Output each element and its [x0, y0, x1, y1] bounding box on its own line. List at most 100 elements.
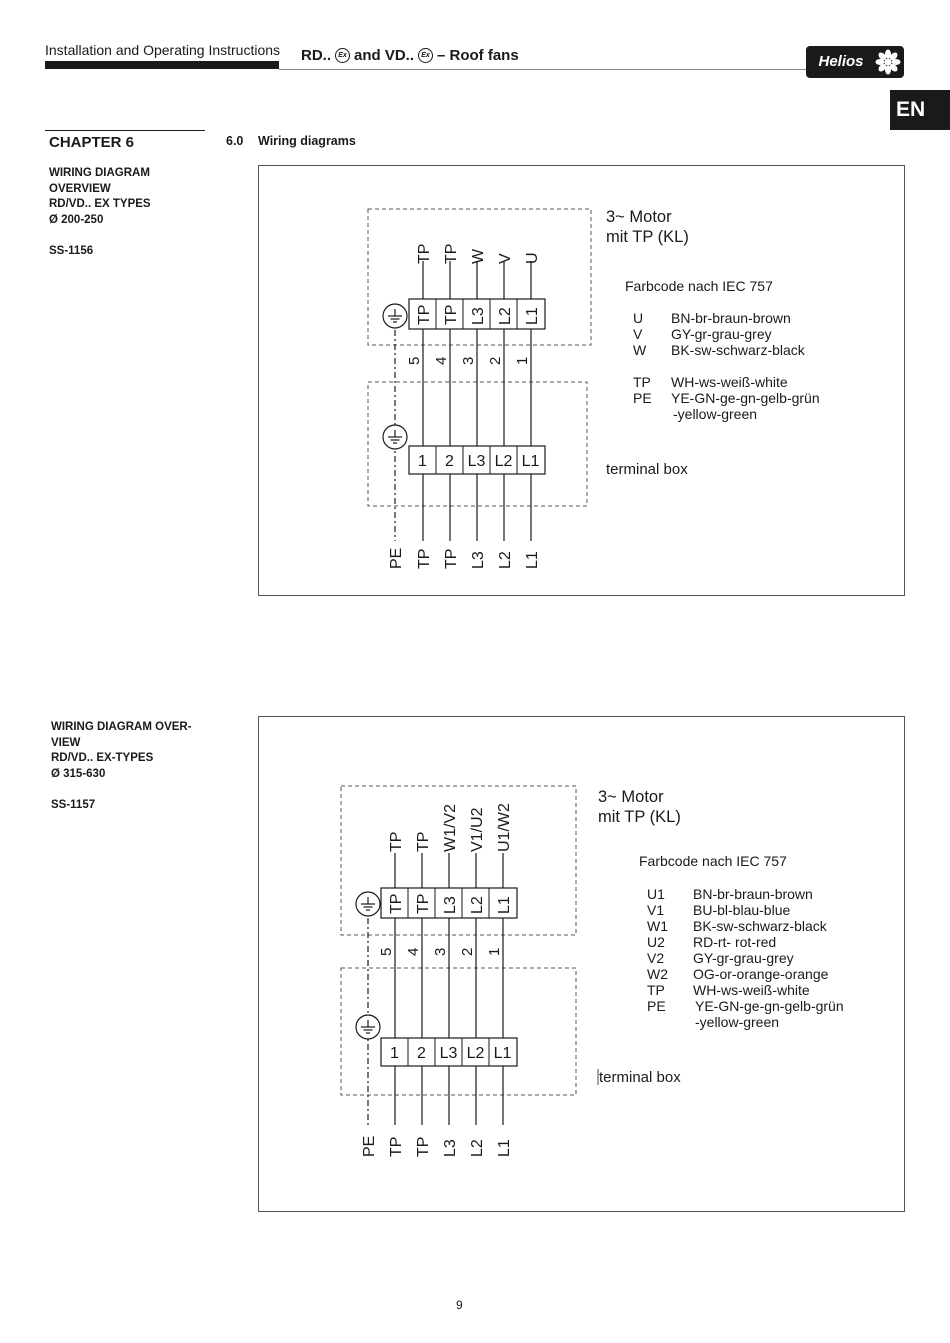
wire-number: 4: [405, 948, 422, 956]
wiring-diagram-2-svg: TP TP W1/V2 V1/U2 U1/W2 TP TP L3 L2 L1 5…: [340, 785, 844, 1157]
color-desc: YE-GN-ge-gn-gelb-grün: [695, 998, 844, 1014]
color-desc: WH-ws-weiß-white: [693, 982, 810, 998]
bottom-wire-label: TP: [388, 1137, 405, 1157]
caption-line: VIEW: [51, 736, 81, 749]
chapter-label: CHAPTER 6: [49, 134, 135, 151]
page-number: 9: [456, 1298, 463, 1312]
header-bar: [45, 61, 279, 69]
color-desc: OG-or-orange-orange: [693, 966, 829, 982]
title-part-vd: and VD..: [354, 47, 415, 64]
color-code: W2: [647, 966, 668, 982]
motor-subtitle: mit TP (KL): [606, 228, 689, 246]
motor-wire-label: TP: [416, 244, 433, 264]
bottom-wire-label: PE: [361, 1136, 378, 1157]
motor-wire-label: V1/U2: [469, 807, 486, 852]
wire-number: 5: [406, 357, 423, 365]
motor-terminal-block: [380, 887, 518, 919]
wire-number: 2: [459, 948, 476, 956]
bottom-wire-label: TP: [416, 549, 433, 569]
color-code: W1: [647, 918, 668, 934]
bottom-wire-label: TP: [415, 1137, 432, 1157]
title-part-rd: RD..: [301, 47, 331, 64]
motor-terminal-block: [408, 298, 546, 330]
motor-terminal-label: L3: [470, 307, 487, 325]
motor-terminal-label: TP: [388, 894, 405, 914]
box-terminal-label: L1: [494, 1045, 512, 1062]
color-code: TP: [647, 982, 665, 998]
color-code: PE: [633, 390, 652, 406]
bottom-wire-label: L1: [524, 551, 541, 569]
diagram-code: SS-1156: [49, 245, 94, 257]
caption-line: WIRING DIAGRAM OVER-: [51, 721, 192, 733]
box-terminal-label: L1: [522, 453, 540, 470]
motor-area-outline: [340, 785, 577, 936]
ground-icon: [382, 303, 408, 329]
box-terminal-label: L2: [467, 1045, 485, 1062]
ground-icon: [382, 424, 408, 450]
box-terminal-label: L3: [440, 1045, 458, 1062]
bottom-wire-label: L3: [470, 551, 487, 569]
motor-title: 3~ Motor: [598, 788, 664, 806]
bottom-wire-label: L1: [496, 1139, 513, 1157]
wire-number: 1: [486, 948, 503, 956]
color-code: W: [633, 342, 647, 358]
caption-line: RD/VD.. EX TYPES: [49, 198, 151, 210]
motor-wire-label: V: [497, 253, 514, 264]
color-code: U1: [647, 886, 665, 902]
farbcode-title: Farbcode nach IEC 757: [639, 853, 787, 869]
motor-terminal-label: L1: [524, 307, 541, 325]
box-terminal-label: L2: [495, 453, 513, 470]
wiring-diagram-1-svg: TP TP W V U TP TP L3 L2 L1 5 4 3 2 1 1 2…: [367, 208, 820, 569]
motor-wire-label: W1/V2: [442, 804, 459, 852]
motor-wire-label: TP: [388, 832, 405, 852]
wire-number: 3: [460, 357, 477, 365]
motor-wire-label: W: [470, 248, 487, 264]
color-desc: GY-gr-grau-grey: [671, 326, 772, 342]
color-desc: -yellow-green: [673, 406, 757, 422]
motor-subtitle: mit TP (KL): [598, 808, 681, 826]
ground-icon: [355, 891, 381, 917]
box-terminal-label: L3: [468, 453, 486, 470]
wiring-diagram-1: TP TP W V U TP TP L3 L2 L1 5 4 3 2 1 1 2…: [258, 165, 905, 596]
chapter-heading: CHAPTER 6: [45, 130, 205, 151]
helios-logo: Helios: [806, 46, 904, 78]
ex-icon: Ex: [335, 48, 350, 63]
color-desc: BK-sw-schwarz-black: [671, 342, 806, 358]
motor-title: 3~ Motor: [606, 208, 672, 226]
color-desc: RD-rt- rot-red: [693, 934, 776, 950]
caption-line: OVERVIEW: [49, 182, 111, 195]
bottom-wire-label: L2: [497, 551, 514, 569]
motor-area-outline: [367, 208, 592, 346]
header-title: RD.. Ex and VD.. Ex – Roof fans: [301, 47, 519, 64]
wiring-diagram-2: TP TP W1/V2 V1/U2 U1/W2 TP TP L3 L2 L1 5…: [258, 716, 905, 1212]
wire-number: 4: [433, 357, 450, 365]
color-desc: BN-br-braun-brown: [693, 886, 813, 902]
wire-number: 2: [487, 357, 504, 365]
ex-icon: Ex: [418, 48, 434, 63]
bottom-wire-label: L3: [442, 1139, 459, 1157]
header-document-type: Installation and Operating Instructions: [45, 42, 281, 58]
color-code: PE: [647, 998, 666, 1014]
motor-terminal-label: TP: [443, 305, 460, 325]
motor-wire-label: TP: [443, 244, 460, 264]
motor-terminal-label: L3: [442, 896, 459, 914]
color-desc: BK-sw-schwarz-black: [693, 918, 828, 934]
bottom-wire-label: TP: [443, 549, 460, 569]
box-terminal-label: 1: [390, 1045, 399, 1062]
terminal-box-outline: [340, 967, 577, 1096]
bottom-wire-label: PE: [388, 548, 405, 569]
language-tab: EN: [890, 90, 950, 130]
caption-line: Ø 315-630: [51, 767, 106, 780]
color-code: U2: [647, 934, 665, 950]
header-rule: [279, 69, 809, 70]
box-terminal-label: 1: [418, 453, 427, 470]
caption-line: Ø 200-250: [49, 213, 104, 226]
section-title: Wiring diagrams: [258, 134, 356, 148]
farbcode-title: Farbcode nach IEC 757: [625, 278, 773, 294]
motor-terminal-label: TP: [416, 305, 433, 325]
terminal-box-label: terminal box: [606, 461, 688, 478]
diagram-1-caption: WIRING DIAGRAM OVERVIEW RD/VD.. EX TYPES…: [49, 166, 151, 260]
motor-terminal-label: TP: [415, 894, 432, 914]
color-desc: GY-gr-grau-grey: [693, 950, 794, 966]
section-number: 6.0: [226, 134, 244, 148]
